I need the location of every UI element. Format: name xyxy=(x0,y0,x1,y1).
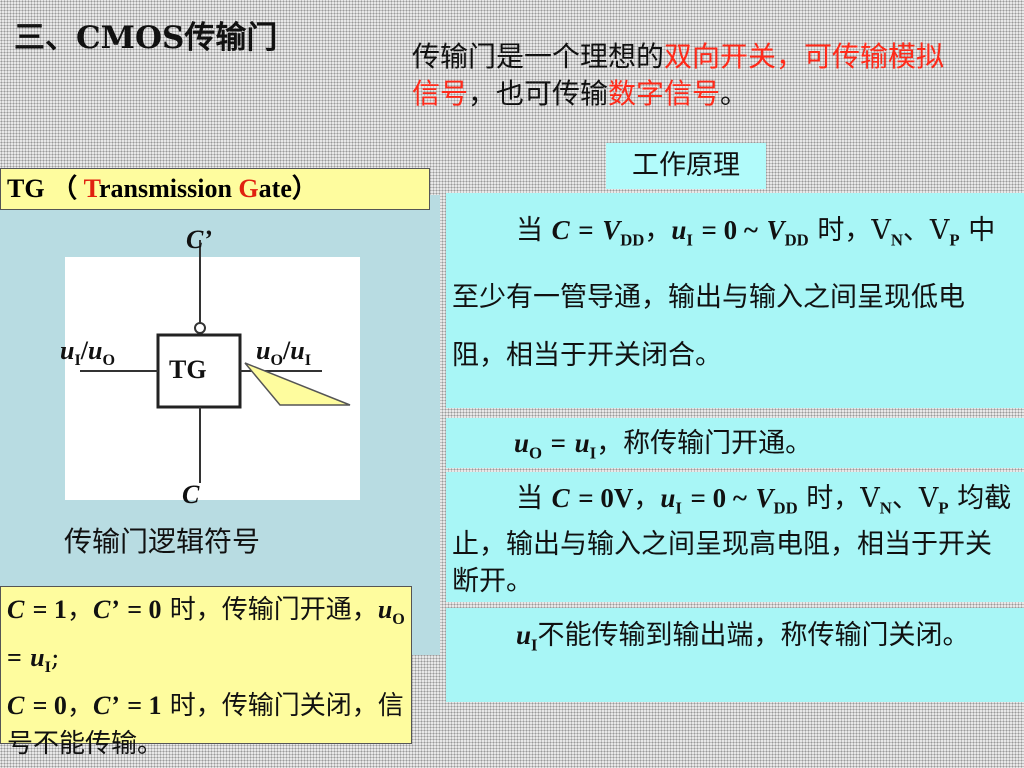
principle-off-text: 当 C = 0V，uI = 0 ~ VDD 时，VN、VP 均截止，输出与输入之… xyxy=(446,472,1024,602)
page-title: 三、CMOS传输门 xyxy=(14,20,278,56)
work-principle-label: 工作原理 xyxy=(606,143,766,189)
tg-symbol-diagram xyxy=(80,240,351,483)
output-label: uO/uI xyxy=(256,336,311,370)
tg-callout: TG （ Transmission Gate） xyxy=(0,168,430,210)
c-label: C xyxy=(182,480,200,509)
c-bar-label: C’ xyxy=(186,225,212,254)
intro-text: 传输门是一个理想的双向开关，可传输模拟信号，也可传输数字信号。 xyxy=(412,40,945,110)
principle-on-text: 当 C = VDD，uI = 0 ~ VDD 时，VN、VP 中至少有一管导通，… xyxy=(446,193,1024,408)
on-result-text: uO = uI，称传输门开通。 xyxy=(446,418,1024,468)
off-result-text: uI不能传输到输出端，称传输门关闭。 xyxy=(446,608,1024,702)
state-note: C = 1，C’ = 0 时，传输门开通，uO = uI; C = 0，C’ =… xyxy=(0,586,412,759)
input-label: uI/uO xyxy=(60,336,115,370)
symbol-caption: 传输门逻辑符号 xyxy=(64,525,261,558)
tg-box-label: TG xyxy=(169,355,207,384)
